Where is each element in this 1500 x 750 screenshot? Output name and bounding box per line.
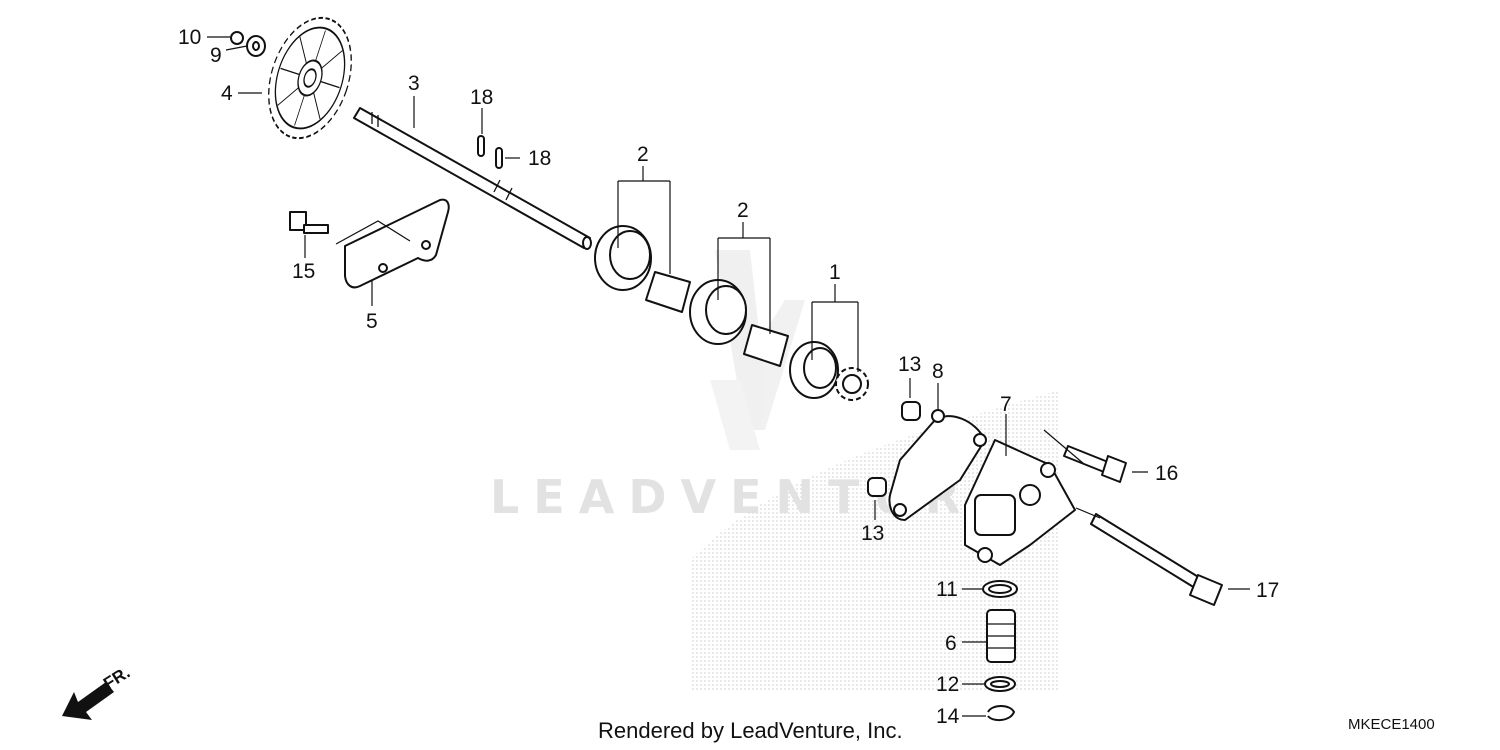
callout-2-b: 2 [737, 199, 749, 222]
callout-4: 4 [221, 82, 233, 105]
callout-13-b: 13 [861, 522, 884, 545]
bolt-part-16 [1063, 445, 1127, 483]
pump-body-part-7 [964, 439, 1076, 566]
callout-10: 10 [178, 26, 201, 49]
callout-6: 6 [945, 632, 957, 655]
shaft-part-3 [353, 107, 592, 250]
rendered-by-credit: Rendered by LeadVenture, Inc. [598, 718, 903, 743]
plate-part-5 [344, 198, 450, 289]
bolt-part-15 [289, 211, 329, 234]
nut-part-10 [230, 31, 244, 45]
gear-part-4 [268, 16, 352, 140]
callout-9: 9 [210, 44, 222, 67]
callout-15: 15 [292, 260, 315, 283]
callout-2-a: 2 [637, 143, 649, 166]
callout-labels: 1 2 2 3 4 5 6 7 8 9 10 11 12 13 13 14 15… [178, 26, 1279, 728]
callout-18-a: 18 [470, 86, 493, 109]
pin-part-18-a [477, 135, 485, 157]
rotor-set-part-2-b [689, 279, 789, 367]
callout-16: 16 [1155, 462, 1178, 485]
callout-14: 14 [936, 705, 960, 728]
callout-3: 3 [408, 72, 420, 95]
callout-12: 12 [936, 673, 959, 696]
rotor-set-part-1 [789, 341, 869, 401]
callout-11: 11 [936, 578, 958, 601]
callout-17: 17 [1256, 579, 1279, 602]
leader-lines [207, 36, 1250, 717]
gasket-part-8 [888, 409, 987, 521]
callout-8: 8 [932, 360, 944, 383]
bolt-part-17 [1090, 513, 1223, 606]
callout-5: 5 [366, 310, 378, 333]
washer-part-9 [246, 35, 266, 57]
dowel-part-13-b [867, 477, 887, 497]
callout-13-a: 13 [898, 353, 921, 376]
o-ring-part-12 [984, 676, 1016, 692]
diagram-code: MKECE1400 [1348, 716, 1435, 733]
circlip-part-14 [987, 705, 1015, 722]
pin-part-18-b [495, 147, 503, 169]
o-ring-part-11 [982, 580, 1018, 598]
rotor-set-part-2-a [594, 225, 691, 313]
callout-18-b: 18 [528, 147, 551, 170]
dowel-part-13-a [901, 401, 921, 421]
relief-valve-part-6 [986, 609, 1016, 663]
callout-1: 1 [829, 261, 841, 284]
callout-7: 7 [1000, 393, 1012, 416]
front-direction-arrow-icon: FR. [62, 663, 133, 720]
